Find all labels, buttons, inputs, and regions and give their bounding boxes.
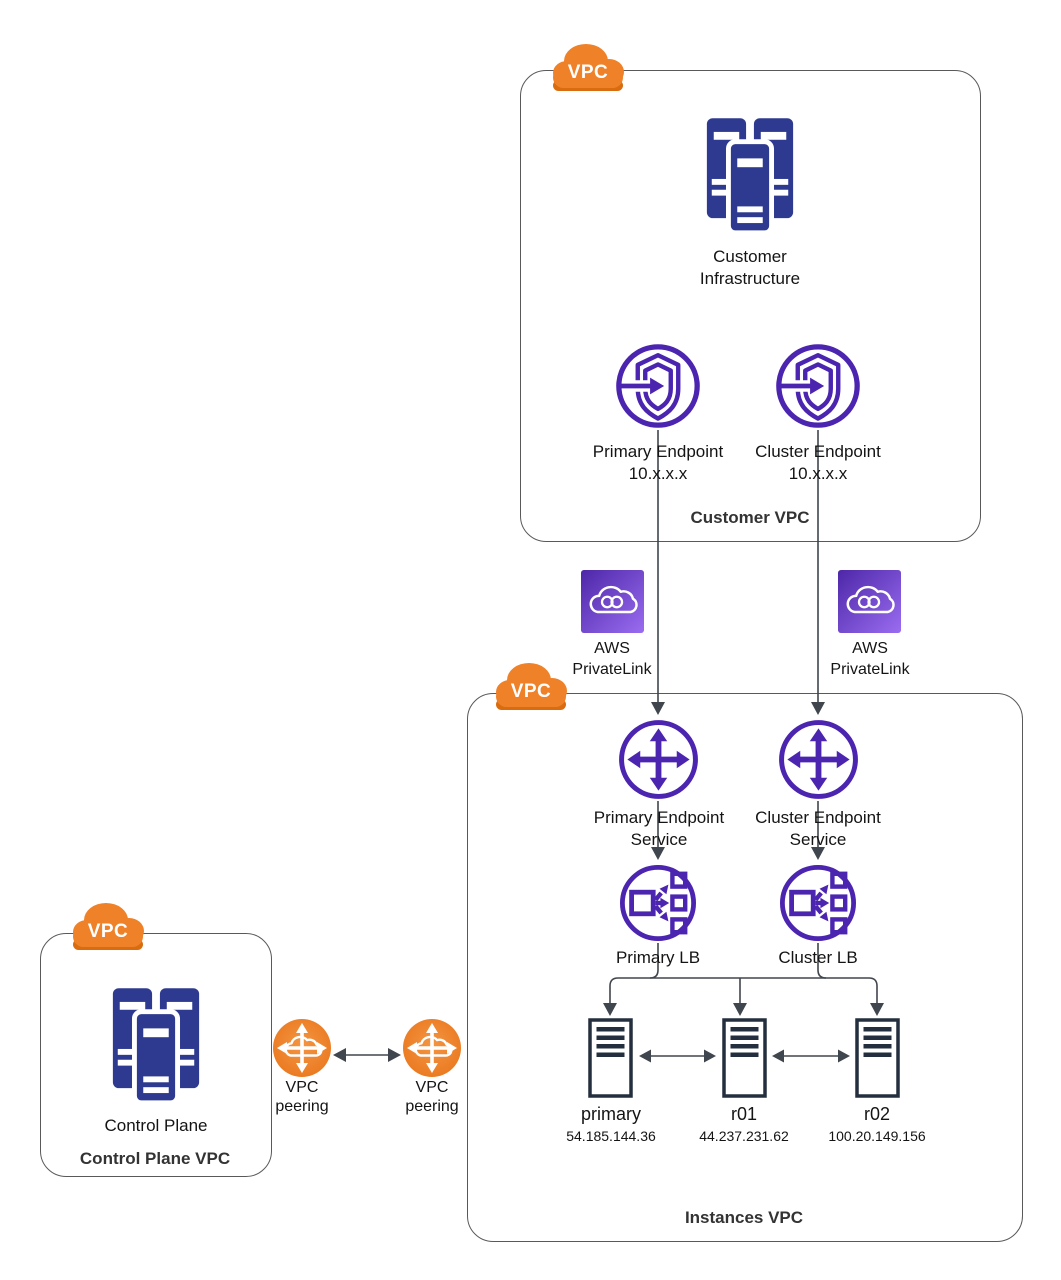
privatelink-icon-primary xyxy=(581,570,644,633)
connector-primary-lb-to-instances xyxy=(609,943,659,1003)
control-plane-vpc-title: Control Plane VPC xyxy=(79,1149,231,1168)
primary-endpoint-service-icon xyxy=(617,718,700,801)
instance-primary-name: primary xyxy=(580,1104,642,1124)
instance-r01-name: r01 xyxy=(730,1104,758,1124)
vpc-badge-label: VPC xyxy=(510,681,552,702)
instance-icon-r01 xyxy=(722,1018,767,1098)
privatelink-cluster-label: AWS PrivateLink xyxy=(830,640,910,678)
customer-vpc-title: Customer VPC xyxy=(690,508,810,527)
cluster-endpoint-label: Cluster Endpoint 10.x.x.x xyxy=(755,442,881,483)
vpc-peering-left-label: VPC peering xyxy=(275,1079,329,1115)
instances-vpc-box xyxy=(467,693,1023,1242)
cluster-endpoint-service-label: Cluster Endpoint Service xyxy=(755,808,881,849)
primary-endpoint-icon xyxy=(614,342,702,430)
control-plane-label: Control Plane xyxy=(104,1116,208,1135)
vpc-peering-icon-right xyxy=(402,1018,462,1078)
customer-infrastructure-icon xyxy=(701,116,799,238)
primary-endpoint-label: Primary Endpoint 10.x.x.x xyxy=(592,442,724,483)
instances-vpc-badge: VPC xyxy=(492,661,570,711)
customer-vpc-badge: VPC xyxy=(549,42,627,92)
primary-endpoint-service-label: Primary Endpoint Service xyxy=(593,808,725,849)
control-plane-icon xyxy=(107,986,205,1108)
cluster-endpoint-address: 10.x.x.x xyxy=(788,464,848,483)
cluster-lb-icon xyxy=(778,863,858,943)
privatelink-primary-label: AWS PrivateLink xyxy=(572,640,652,678)
primary-endpoint-address: 10.x.x.x xyxy=(628,464,688,483)
control-plane-vpc-badge: VPC xyxy=(69,901,147,951)
connector-cluster-lb-to-instances xyxy=(817,943,878,1003)
instances-vpc-title: Instances VPC xyxy=(684,1208,804,1227)
vpc-peering-right-label: VPC peering xyxy=(405,1079,459,1115)
cluster-lb-label: Cluster LB xyxy=(778,948,858,967)
primary-lb-label: Primary LB xyxy=(615,948,701,967)
instance-r02-name: r02 xyxy=(863,1104,891,1124)
control-plane-vpc-box xyxy=(40,933,272,1177)
instance-primary-ip: 54.185.144.36 xyxy=(566,1128,656,1144)
primary-lb-icon xyxy=(618,863,698,943)
vpc-peering-icon-left xyxy=(272,1018,332,1078)
vpc-badge-label: VPC xyxy=(87,921,129,942)
privatelink-icon-cluster xyxy=(838,570,901,633)
instance-r02-ip: 100.20.149.156 xyxy=(828,1128,926,1144)
customer-infrastructure-label: Customer Infrastructure xyxy=(699,247,801,288)
customer-vpc-box xyxy=(520,70,981,542)
vpc-badge-label: VPC xyxy=(567,62,609,83)
instance-r01-ip: 44.237.231.62 xyxy=(699,1128,789,1144)
cluster-endpoint-service-icon xyxy=(777,718,860,801)
cluster-endpoint-icon xyxy=(774,342,862,430)
instance-icon-r02 xyxy=(855,1018,900,1098)
instance-icon-primary xyxy=(588,1018,633,1098)
